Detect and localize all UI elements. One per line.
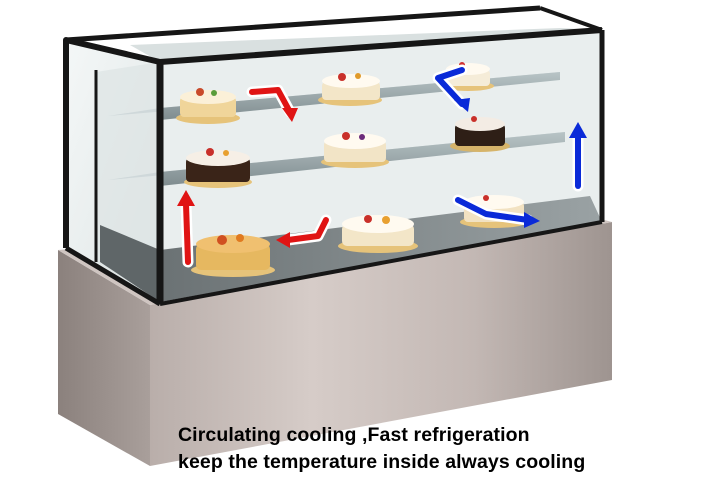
cake-middle-right (450, 116, 510, 152)
right-side-blue-arrow (569, 122, 587, 192)
left-side-red-arrow (177, 190, 195, 268)
cake-middle-center (321, 132, 389, 168)
cake-middle-left (184, 148, 252, 188)
airflow-arrows (177, 64, 587, 268)
caption-line-1: Circulating cooling ,Fast refrigeration (178, 424, 530, 446)
cake-top-left (176, 88, 240, 124)
cake-top-middle (318, 73, 382, 106)
caption-line-2: keep the temperature inside always cooli… (178, 451, 586, 473)
top-shelf-red-arrow (246, 84, 298, 122)
cake-bottom-center (338, 215, 418, 253)
cake-bottom-left (191, 234, 275, 277)
bottom-right-blue-arrow (452, 194, 540, 228)
bottom-red-arrow (276, 214, 332, 248)
cabinet-frame (63, 5, 605, 307)
top-shelf-blue-arrow (432, 64, 470, 112)
